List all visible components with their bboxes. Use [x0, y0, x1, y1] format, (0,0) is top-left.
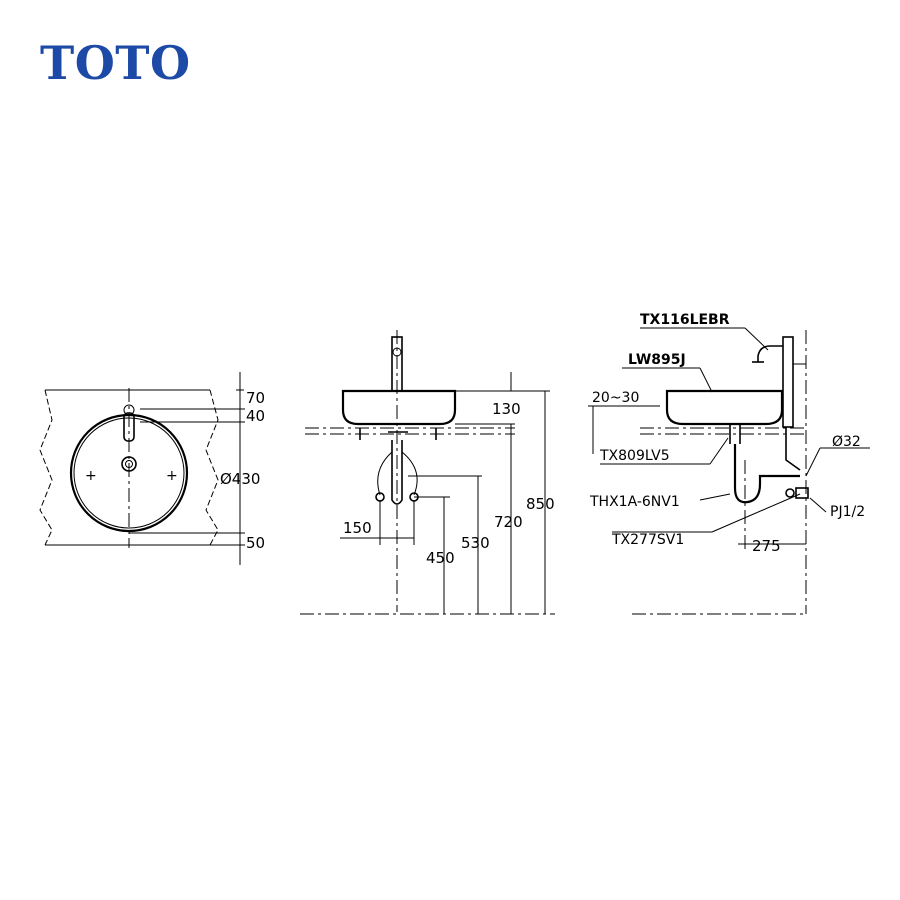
front-view: 150 450 530 720 130 850: [300, 330, 555, 615]
dim-diameter-430: Ø430: [220, 470, 260, 488]
svg-text:+: +: [85, 468, 97, 484]
toto-logo: TOTO: [40, 36, 191, 90]
label-lw895j: LW895J: [628, 352, 686, 368]
dim-720: 720: [494, 513, 523, 531]
dim-130: 130: [492, 400, 521, 418]
basin-side: [665, 389, 784, 426]
dim-530: 530: [461, 534, 490, 552]
drain-top: [121, 456, 137, 472]
label-thx1a-6nv1: THX1A-6NV1: [589, 494, 680, 510]
dim-top-70: 70: [246, 389, 265, 407]
label-20-30: 20~30: [592, 390, 639, 406]
dim-850: 850: [526, 495, 555, 513]
svg-text:+: +: [166, 468, 178, 484]
label-tx277sv1: TX277SV1: [611, 532, 684, 548]
drain-trap-front: [391, 440, 403, 505]
faucet-side: [782, 336, 794, 428]
dim-275: 275: [752, 537, 781, 555]
basin-front: [341, 389, 457, 426]
dim-450: 450: [426, 549, 455, 567]
dim-150: 150: [343, 519, 372, 537]
label-tx809lv5: TX809LV5: [599, 448, 670, 464]
side-view: TX116LEBR LW895J 20~30 TX809LV5 THX1A-6N…: [588, 312, 870, 615]
top-view: + + 70 40 Ø430 50: [39, 372, 265, 565]
label-tx116lebr: TX116LEBR: [640, 312, 730, 328]
dim-top-40: 40: [246, 407, 265, 425]
faucet-top: [123, 412, 135, 442]
label-pj12: PJ1/2: [830, 504, 865, 520]
p-trap: [733, 444, 800, 504]
dim-top-50: 50: [246, 534, 265, 552]
label-d32: Ø32: [832, 434, 861, 450]
